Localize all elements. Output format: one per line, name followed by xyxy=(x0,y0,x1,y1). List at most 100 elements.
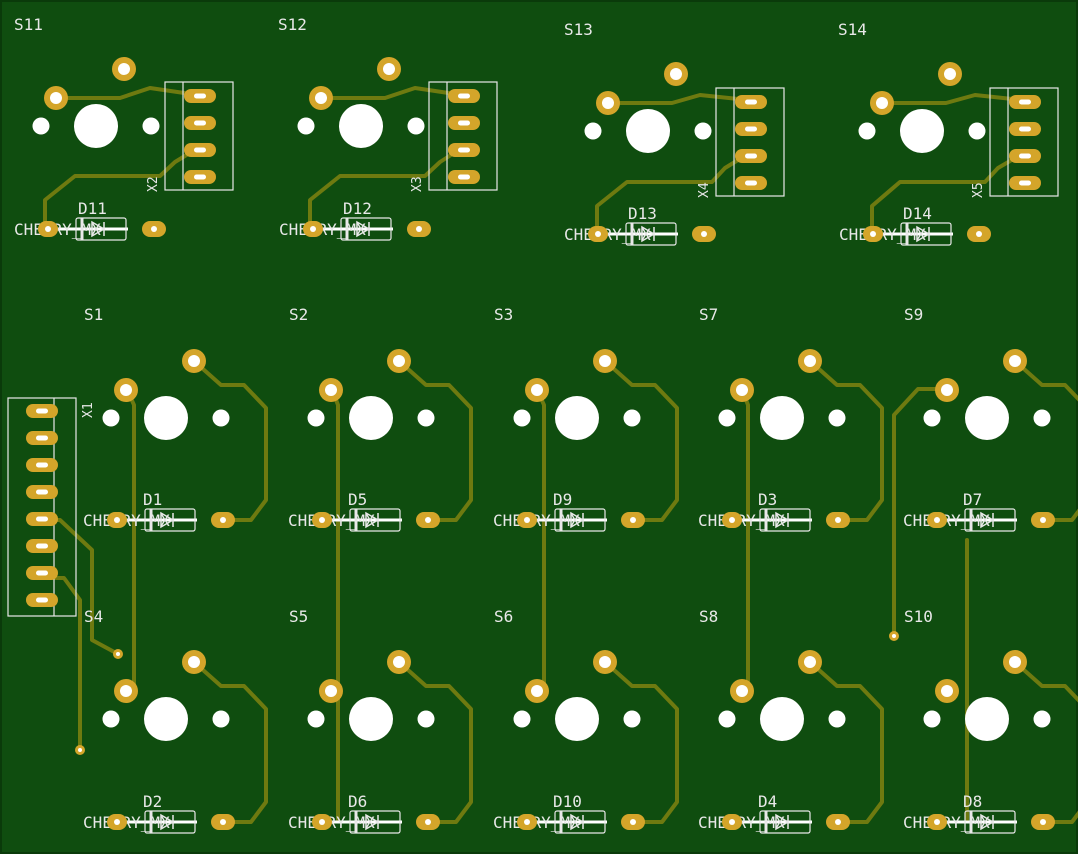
mount-hole-right xyxy=(828,710,846,728)
diode-d14: D14CHERRY_MX xyxy=(839,204,991,246)
diode-symbol xyxy=(356,220,371,238)
mount-hole-right xyxy=(142,117,160,135)
diode-ref-label: D12 xyxy=(343,199,372,218)
diode-body xyxy=(625,222,677,246)
mount-hole-left xyxy=(307,710,325,728)
diode-ref-label: D10 xyxy=(553,792,582,811)
mount-hole-right xyxy=(417,409,435,427)
diode-body xyxy=(964,810,1016,834)
center-hole xyxy=(555,697,599,741)
switch-pad-2-drill xyxy=(188,656,200,668)
switch-s14: S14D14CHERRY_MX xyxy=(838,20,991,246)
diode-symbol xyxy=(160,813,175,831)
diode-ref-label: D13 xyxy=(628,204,657,223)
center-hole xyxy=(349,396,393,440)
diode-body xyxy=(759,508,811,532)
diode-d9: D9CHERRY_MX xyxy=(493,490,645,532)
switch-s3: S3D9CHERRY_MX xyxy=(493,305,645,532)
trace-switch-diode xyxy=(1013,660,1078,824)
diode-symbol xyxy=(775,511,790,529)
connector-x5: X5 xyxy=(971,87,1059,198)
diode-ref-label: D7 xyxy=(963,490,982,509)
connector-pin-drill xyxy=(1019,180,1031,186)
switch-pad-2-drill xyxy=(599,355,611,367)
mount-hole-left xyxy=(102,710,120,728)
switch-pad-1-drill xyxy=(325,685,337,697)
switch-s2: S2D5CHERRY_MX xyxy=(288,305,440,532)
diode-ref-label: D3 xyxy=(758,490,777,509)
diode-body xyxy=(340,217,392,241)
diode-d12: D12CHERRY_MX xyxy=(279,199,431,241)
diode-symbol xyxy=(365,813,380,831)
trace-switch-diode xyxy=(397,660,473,824)
switch-pad-1-drill xyxy=(531,384,543,396)
diode-symbol xyxy=(365,511,380,529)
switch-pad-1-drill xyxy=(941,685,953,697)
mount-hole-right xyxy=(694,122,712,140)
center-hole xyxy=(626,109,670,153)
diode-ref-label: D1 xyxy=(143,490,162,509)
connector-outline xyxy=(164,81,234,191)
diode-body xyxy=(349,508,401,532)
diode-d5: D5CHERRY_MX xyxy=(288,490,440,532)
center-hole xyxy=(965,697,1009,741)
diode-body xyxy=(554,810,606,834)
connector-ref-label: X1 xyxy=(81,402,96,418)
connector-x2: X2 xyxy=(146,81,234,192)
diode-pad-2-drill xyxy=(1040,517,1046,523)
diode-body xyxy=(964,508,1016,532)
diode-symbol xyxy=(570,511,585,529)
diode-d6: D6CHERRY_MX xyxy=(288,792,440,834)
switch-s5: S5D6CHERRY_MX xyxy=(288,607,440,834)
connector-pin-drill xyxy=(458,93,470,99)
diode-pad-1-drill xyxy=(319,517,325,523)
trace-col-5 xyxy=(892,387,949,638)
connector-pin-drill xyxy=(36,462,48,468)
switch-ref-label: S3 xyxy=(494,305,513,324)
diode-ref-label: D11 xyxy=(78,199,107,218)
trace-x4-2 xyxy=(595,152,750,236)
connector-pin-drill xyxy=(194,147,206,153)
diode-body xyxy=(759,810,811,834)
connector-ref-label: X4 xyxy=(697,182,712,198)
mount-hole-left xyxy=(102,409,120,427)
diode-pad-2-drill xyxy=(630,819,636,825)
switch-pad-1-drill xyxy=(736,685,748,697)
mount-hole-left xyxy=(584,122,602,140)
switch-pad-2-drill xyxy=(393,355,405,367)
mount-hole-right xyxy=(1033,710,1051,728)
center-hole xyxy=(144,396,188,440)
diode-d4: D4CHERRY_MX xyxy=(698,792,850,834)
connector-pin-drill xyxy=(194,93,206,99)
diode-symbol xyxy=(980,511,995,529)
switch-s6: S6D10CHERRY_MX xyxy=(493,607,645,834)
connector-pin-drill xyxy=(36,435,48,441)
switch-pad-2-drill xyxy=(393,656,405,668)
diode-ref-label: D6 xyxy=(348,792,367,811)
diode-symbol xyxy=(641,225,656,243)
diode-symbol xyxy=(160,511,175,529)
diode-body xyxy=(900,222,952,246)
connector-pin-drill xyxy=(36,570,48,576)
connector-outline xyxy=(428,81,498,191)
diode-pad-1-drill xyxy=(114,819,120,825)
mount-hole-right xyxy=(623,409,641,427)
via-drill xyxy=(892,634,896,638)
diode-pad-1-drill xyxy=(524,517,530,523)
diode-pad-2-drill xyxy=(425,819,431,825)
diode-d10: D10CHERRY_MX xyxy=(493,792,645,834)
via-drill xyxy=(78,748,82,752)
switch-pad-2-drill xyxy=(804,656,816,668)
diode-symbol xyxy=(916,225,931,243)
diode-pad-1-drill xyxy=(934,517,940,523)
mount-hole-right xyxy=(407,117,425,135)
trace-x2-2 xyxy=(43,146,200,231)
mount-hole-left xyxy=(307,409,325,427)
mount-hole-left xyxy=(718,409,736,427)
mount-hole-right xyxy=(1033,409,1051,427)
diode-pad-2-drill xyxy=(701,231,707,237)
trace-switch-diode xyxy=(808,359,884,522)
switch-s1: S1D1CHERRY_MX xyxy=(83,305,235,532)
center-hole xyxy=(965,396,1009,440)
